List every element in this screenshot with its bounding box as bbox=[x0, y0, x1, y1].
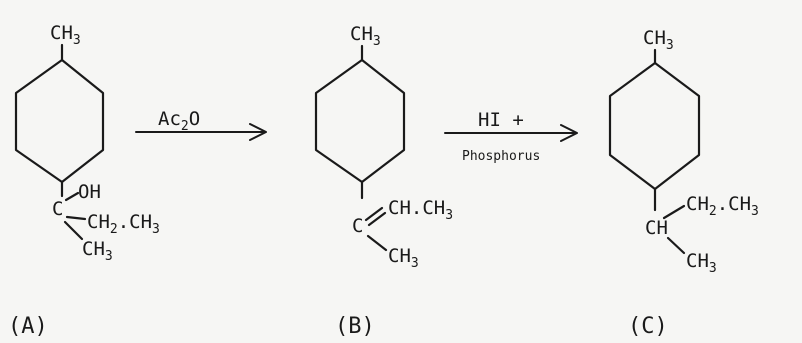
compound-c-ethyl: CH2.CH3 bbox=[686, 193, 759, 219]
compound-a-methyl2-bond bbox=[63, 220, 84, 241]
compound-a: CH3 C OH CH2.CH3 CH3 (A) bbox=[8, 22, 160, 339]
compound-a-carbon: C bbox=[52, 198, 63, 220]
reaction-1: Ac2O bbox=[135, 108, 267, 141]
compound-b: CH3 C CH.CH3 CH3 (B) bbox=[314, 23, 453, 339]
compound-a-ethyl: CH2.CH3 bbox=[87, 211, 160, 237]
compound-b-ethylidene: CH.CH3 bbox=[388, 197, 453, 223]
compound-c-methyl: CH3 bbox=[686, 250, 717, 276]
compound-b-cyclohexane-ring bbox=[314, 58, 406, 184]
reaction-2: HI + Phosphorus bbox=[444, 109, 578, 164]
compound-b-double-bond-a bbox=[364, 206, 384, 222]
compound-c-label: (C) bbox=[628, 314, 668, 339]
compound-a-methyl: CH3 bbox=[82, 238, 113, 264]
reaction-2-arrow-head bbox=[560, 124, 578, 142]
compound-c-top-methyl: CH3 bbox=[643, 27, 674, 53]
compound-c: CH3 CH CH2.CH3 CH3 (C) bbox=[608, 27, 759, 339]
compound-a-cyclohexane-ring bbox=[14, 58, 105, 184]
reaction-2-reagent: HI + bbox=[478, 109, 524, 131]
compound-b-double-bond-b bbox=[367, 211, 387, 227]
compound-a-oh-bond bbox=[64, 191, 80, 202]
compound-b-methyl: CH3 bbox=[388, 245, 419, 271]
compound-b-top-methyl: CH3 bbox=[350, 23, 381, 49]
compound-b-label: (B) bbox=[335, 314, 375, 339]
compound-b-carbon: C bbox=[352, 215, 363, 237]
compound-a-ethyl-bond bbox=[65, 215, 87, 221]
compound-c-cyclohexane-ring bbox=[608, 61, 701, 191]
compound-c-methyl2-bond bbox=[666, 236, 686, 255]
reaction-2-catalyst: Phosphorus bbox=[462, 149, 540, 164]
compound-c-ethyl-bond bbox=[662, 204, 686, 220]
compound-c-methine: CH bbox=[645, 217, 668, 239]
compound-b-methyl2-bond bbox=[366, 234, 388, 252]
reaction-1-arrow-head bbox=[249, 123, 267, 141]
compound-a-hydroxyl: OH bbox=[78, 181, 101, 203]
compound-a-label: (A) bbox=[8, 314, 48, 339]
reaction-1-reagent: Ac2O bbox=[158, 108, 200, 134]
compound-a-top-methyl: CH3 bbox=[50, 22, 81, 48]
